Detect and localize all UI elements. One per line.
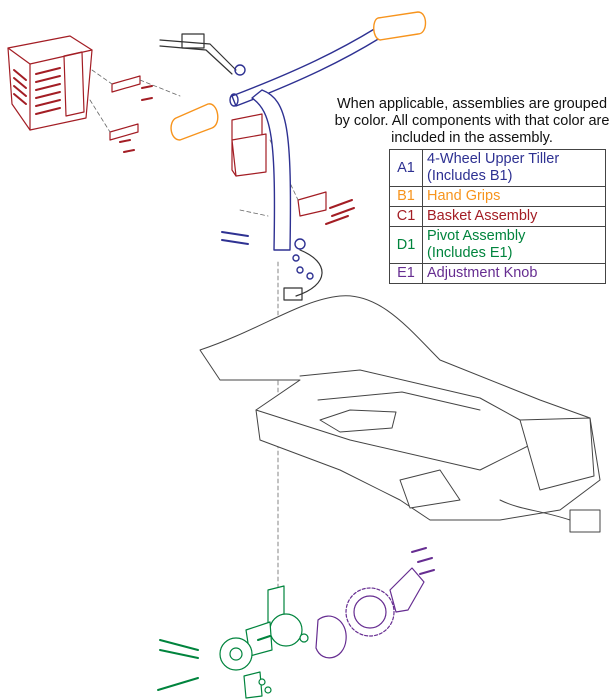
legend-label-text: Pivot Assembly [427, 228, 526, 244]
assembly-color-note: When applicable, assemblies are grouped … [334, 96, 610, 146]
cable-harness [159, 33, 323, 301]
legend-code: A1 [389, 149, 423, 187]
legend-label: 4-Wheel Upper Tiller(Includes B1) [422, 149, 606, 187]
scooter-body [199, 295, 601, 533]
legend-code: E1 [389, 263, 423, 284]
legend-label-text: 4-Wheel Upper Tiller [427, 151, 560, 167]
legend-label: Adjustment Knob [422, 263, 606, 284]
pivot-assembly [157, 585, 309, 699]
legend-code: D1 [389, 226, 423, 264]
legend-label-sub: (Includes B1) [427, 168, 513, 184]
adjustment-knob [315, 547, 435, 659]
legend-label: Basket Assembly [422, 206, 606, 227]
legend-label: Hand Grips [422, 186, 606, 207]
legend-row-e1: E1 Adjustment Knob [389, 263, 606, 284]
legend-code: B1 [389, 186, 423, 207]
legend-label-sub: (Includes E1) [427, 245, 513, 261]
legend-row-b1: B1 Hand Grips [389, 186, 606, 207]
basket-assembly [7, 35, 355, 225]
legend-code: C1 [389, 206, 423, 227]
upper-tiller [221, 27, 381, 280]
assembly-legend-table: A1 4-Wheel Upper Tiller(Includes B1) B1 … [389, 149, 606, 284]
legend-row-c1: C1 Basket Assembly [389, 206, 606, 227]
legend-row-d1: D1 Pivot Assembly(Includes E1) [389, 226, 606, 264]
legend-row-a1: A1 4-Wheel Upper Tiller(Includes B1) [389, 149, 606, 187]
hand-grips [170, 11, 427, 141]
legend-label: Pivot Assembly(Includes E1) [422, 226, 606, 264]
